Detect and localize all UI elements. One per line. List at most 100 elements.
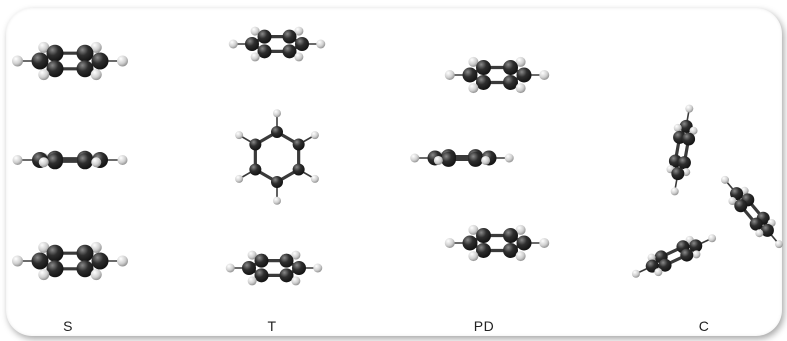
carbon-atom bbox=[476, 74, 491, 90]
carbon-atom bbox=[279, 268, 294, 283]
hydrogen-atom bbox=[12, 155, 23, 165]
hydrogen-atom bbox=[91, 157, 102, 168]
hydrogen-atom bbox=[539, 238, 550, 248]
hydrogen-atom bbox=[444, 238, 455, 248]
carbon-atom bbox=[658, 258, 672, 272]
carbon-atom bbox=[516, 67, 532, 83]
carbon-atom bbox=[91, 52, 109, 70]
label-c: C bbox=[698, 318, 710, 334]
carbon-atom bbox=[462, 235, 478, 251]
carbon-atom bbox=[441, 151, 456, 167]
hydrogen-atom bbox=[673, 123, 682, 132]
hydrogen-atom bbox=[774, 240, 783, 249]
carbon-atom bbox=[476, 228, 491, 244]
hydrogen-atom bbox=[433, 155, 443, 165]
hydrogen-atom bbox=[689, 126, 698, 135]
carbon-atom bbox=[503, 60, 518, 76]
carbon-atom bbox=[730, 187, 744, 201]
hydrogen-atom bbox=[539, 70, 550, 80]
t-bottom-molecule bbox=[225, 250, 323, 286]
c-left-molecule bbox=[666, 104, 698, 196]
hydrogen-atom bbox=[117, 55, 128, 67]
hydrogen-atom bbox=[670, 187, 679, 196]
carbon-atom bbox=[46, 260, 64, 278]
carbon-atom bbox=[468, 151, 483, 167]
carbon-atom bbox=[679, 119, 693, 133]
hydrogen-atom bbox=[90, 69, 102, 81]
carbon-atom bbox=[271, 126, 283, 138]
hydrogen-atom bbox=[294, 52, 304, 62]
pd-bottom-molecule bbox=[444, 224, 550, 262]
hydrogen-atom bbox=[12, 255, 23, 267]
t-middle-molecule bbox=[235, 109, 319, 205]
carbon-atom bbox=[254, 268, 269, 283]
hydrogen-atom bbox=[90, 241, 102, 253]
hydrogen-atom bbox=[481, 155, 491, 165]
hydrogen-atom bbox=[515, 83, 526, 94]
hydrogen-atom bbox=[313, 263, 323, 273]
carbon-atom bbox=[279, 253, 294, 268]
figure-frame bbox=[6, 8, 782, 336]
carbon-atom bbox=[31, 252, 49, 270]
label-s: S bbox=[63, 318, 73, 334]
carbon-atom bbox=[271, 176, 283, 188]
hydrogen-atom bbox=[504, 153, 514, 163]
hydrogen-atom bbox=[250, 52, 260, 62]
hydrogen-atom bbox=[273, 109, 281, 118]
carbon-atom bbox=[76, 244, 94, 262]
hydrogen-atom bbox=[647, 253, 656, 262]
hydrogen-atom bbox=[225, 263, 235, 273]
hydrogen-atom bbox=[515, 56, 526, 67]
carbon-atom bbox=[282, 29, 297, 44]
carbon-atom bbox=[680, 248, 694, 262]
carbon-atom bbox=[677, 156, 691, 170]
hydrogen-atom bbox=[38, 241, 50, 253]
carbon-atom bbox=[734, 199, 748, 213]
hydrogen-atom bbox=[310, 131, 319, 140]
hydrogen-atom bbox=[316, 39, 326, 49]
carbon-atom bbox=[503, 228, 518, 244]
s-bottom-molecule bbox=[12, 241, 128, 281]
hydrogen-atom bbox=[310, 174, 319, 183]
pd-middle-molecule bbox=[410, 149, 514, 167]
hydrogen-atom bbox=[228, 39, 238, 49]
carbon-atom bbox=[462, 67, 478, 83]
carbon-atom bbox=[76, 260, 94, 278]
hydrogen-atom bbox=[728, 197, 737, 206]
hydrogen-atom bbox=[294, 26, 304, 36]
hydrogen-atom bbox=[291, 276, 301, 286]
carbon-atom bbox=[249, 138, 262, 151]
carbon-atom bbox=[77, 153, 93, 170]
s-top-molecule bbox=[12, 41, 128, 81]
label-pd: PD bbox=[473, 318, 495, 334]
hydrogen-atom bbox=[515, 224, 526, 235]
hydrogen-atom bbox=[721, 175, 730, 184]
carbon-atom bbox=[476, 242, 491, 258]
pd-top-molecule bbox=[444, 56, 550, 94]
carbon-atom bbox=[254, 253, 269, 268]
hydrogen-atom bbox=[247, 250, 257, 260]
hydrogen-atom bbox=[38, 41, 50, 53]
carbon-atom bbox=[76, 44, 94, 62]
hydrogen-atom bbox=[273, 196, 281, 205]
hydrogen-atom bbox=[468, 251, 479, 262]
hydrogen-atom bbox=[250, 26, 260, 36]
hydrogen-atom bbox=[38, 69, 50, 81]
hydrogen-atom bbox=[117, 155, 128, 165]
hydrogen-atom bbox=[247, 276, 257, 286]
hydrogen-atom bbox=[38, 157, 49, 168]
carbon-atom bbox=[242, 261, 256, 275]
carbon-atom bbox=[292, 261, 306, 275]
hydrogen-atom bbox=[235, 131, 244, 140]
hydrogen-atom bbox=[685, 104, 694, 113]
hydrogen-atom bbox=[117, 255, 128, 267]
carbon-atom bbox=[257, 29, 272, 44]
carbon-atom bbox=[292, 163, 305, 176]
carbon-atom bbox=[257, 44, 272, 59]
hydrogen-atom bbox=[755, 229, 764, 238]
carbon-atom bbox=[749, 217, 763, 231]
hydrogen-atom bbox=[654, 268, 663, 277]
hydrogen-atom bbox=[444, 70, 455, 80]
carbon-atom bbox=[46, 244, 64, 262]
